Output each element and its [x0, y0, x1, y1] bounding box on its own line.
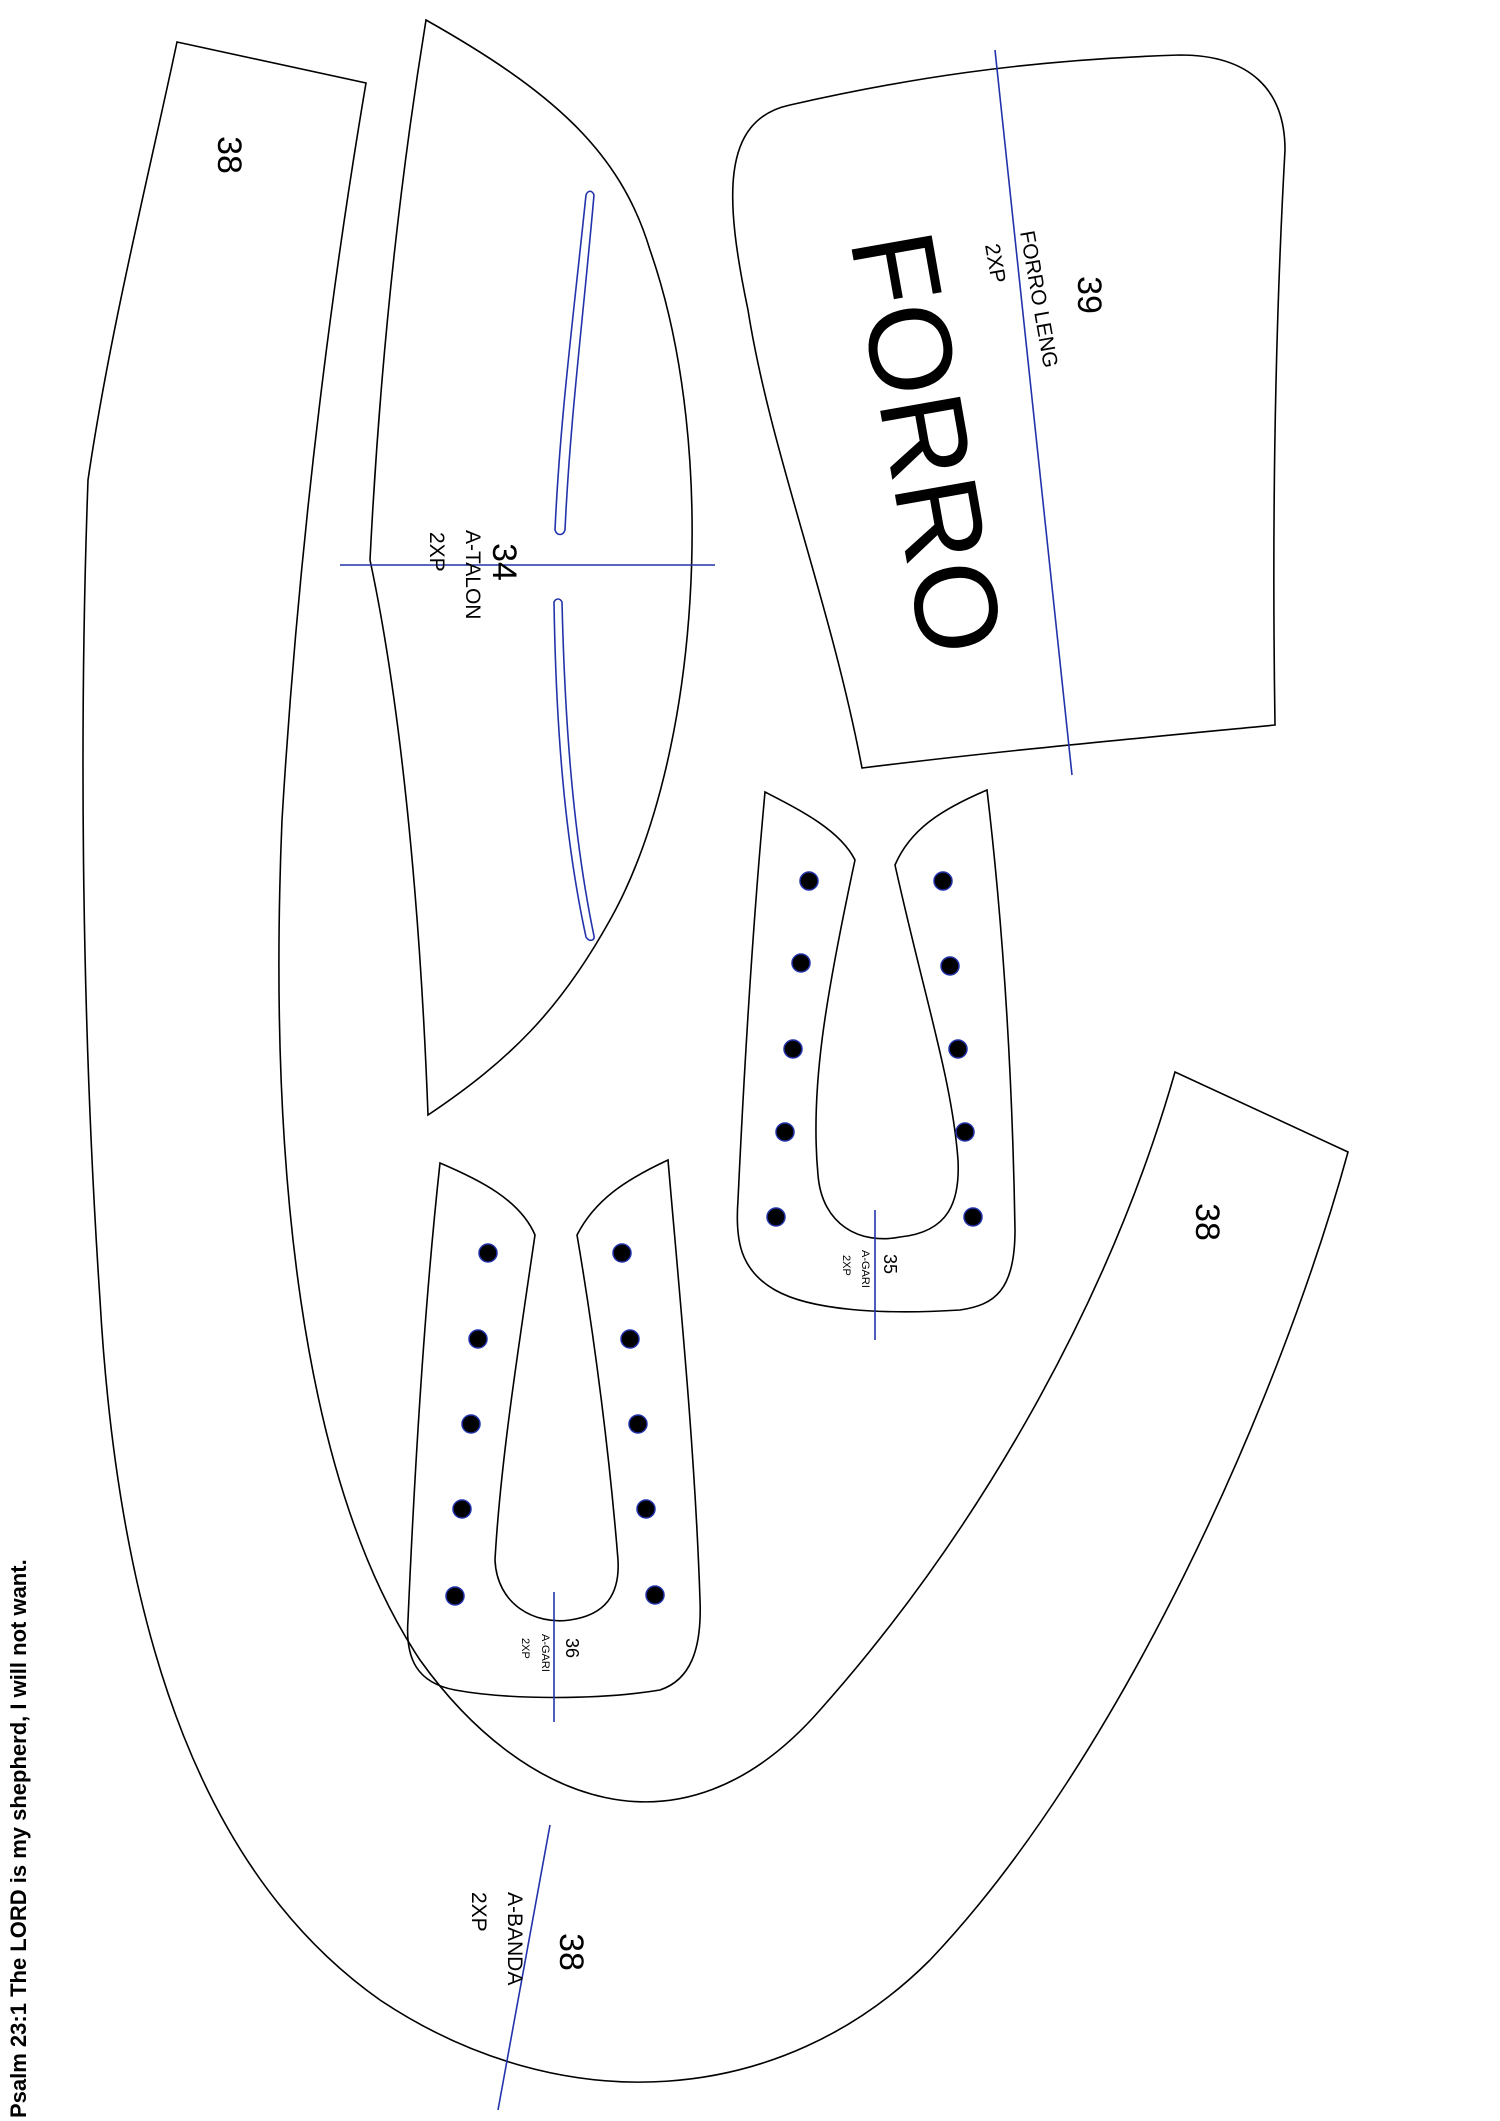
- piece-35-outline: [736, 788, 1016, 1313]
- eyelet-hole: [948, 1039, 968, 1059]
- footer-verse: Psalm 23:1 The LORD is my shepherd, I wi…: [6, 1559, 31, 2118]
- piece-38-number: 38: [552, 1933, 590, 1971]
- piece-39-big-label: FORRO: [824, 222, 1028, 665]
- piece-39-qty: 2XP: [980, 242, 1010, 285]
- eyelet-hole: [775, 1122, 795, 1142]
- eyelet-hole: [783, 1039, 803, 1059]
- piece-34-number: 34: [485, 543, 523, 581]
- piece-39-grainline: [994, 49, 1073, 776]
- piece-38-outline: [82, 41, 1349, 2083]
- piece-38-slot-inner: [1190, 1122, 1298, 1175]
- eyelet-hole: [940, 956, 960, 976]
- piece-36-qty: 2XP: [519, 1638, 531, 1659]
- piece-38-banda: 38 38 38 A-BANDA 2XP: [82, 41, 1349, 2111]
- piece-34-outline: [369, 18, 693, 1117]
- piece-39-forro-leng: 39 FORRO LENG 2XP FORRO: [731, 49, 1286, 776]
- eyelet-hole: [766, 1207, 786, 1227]
- eyelet-hole: [452, 1499, 472, 1519]
- eyelet-hole: [612, 1243, 632, 1263]
- eyelet-hole: [645, 1585, 665, 1605]
- piece-39-number: 39: [1070, 276, 1108, 314]
- piece-36-gari: 36 A-GARI 2XP: [406, 1158, 701, 1722]
- eyelet-hole: [791, 953, 811, 973]
- piece-35-holes: [766, 871, 983, 1227]
- piece-36-outline: [406, 1158, 701, 1699]
- piece-38-number-right: 38: [1188, 1203, 1226, 1241]
- piece-34-slot-top: [554, 190, 595, 536]
- piece-35-number: 35: [880, 1254, 900, 1274]
- piece-39-outline: [731, 54, 1286, 769]
- piece-35-gari: 35 A-GARI 2XP: [736, 788, 1016, 1340]
- eyelet-hole: [461, 1414, 481, 1434]
- piece-38-grainline: [497, 1824, 551, 2111]
- piece-34-qty: 2XP: [425, 532, 448, 572]
- eyelet-hole: [628, 1414, 648, 1434]
- piece-36-name: A-GARI: [539, 1634, 551, 1672]
- eyelet-hole: [799, 871, 819, 891]
- piece-35-name: A-GARI: [859, 1250, 871, 1288]
- piece-34-talon: 34 A-TALON 2XP: [340, 18, 715, 1117]
- piece-34-slot-bottom: [553, 598, 595, 942]
- eyelet-hole: [468, 1329, 488, 1349]
- piece-38-name: A-BANDA: [503, 1892, 526, 1985]
- eyelet-hole: [636, 1499, 656, 1519]
- piece-34-name: A-TALON: [461, 530, 484, 619]
- eyelet-hole: [963, 1207, 983, 1227]
- piece-38-qty: 2XP: [467, 1892, 490, 1932]
- piece-35-qty: 2XP: [840, 1255, 852, 1276]
- piece-36-holes: [445, 1243, 665, 1606]
- eyelet-hole: [620, 1329, 640, 1349]
- eyelet-hole: [445, 1586, 465, 1606]
- piece-36-number: 36: [562, 1638, 582, 1658]
- eyelet-hole: [933, 871, 953, 891]
- piece-38-number-top: 38: [210, 136, 248, 174]
- eyelet-hole: [955, 1122, 975, 1142]
- eyelet-hole: [478, 1243, 498, 1263]
